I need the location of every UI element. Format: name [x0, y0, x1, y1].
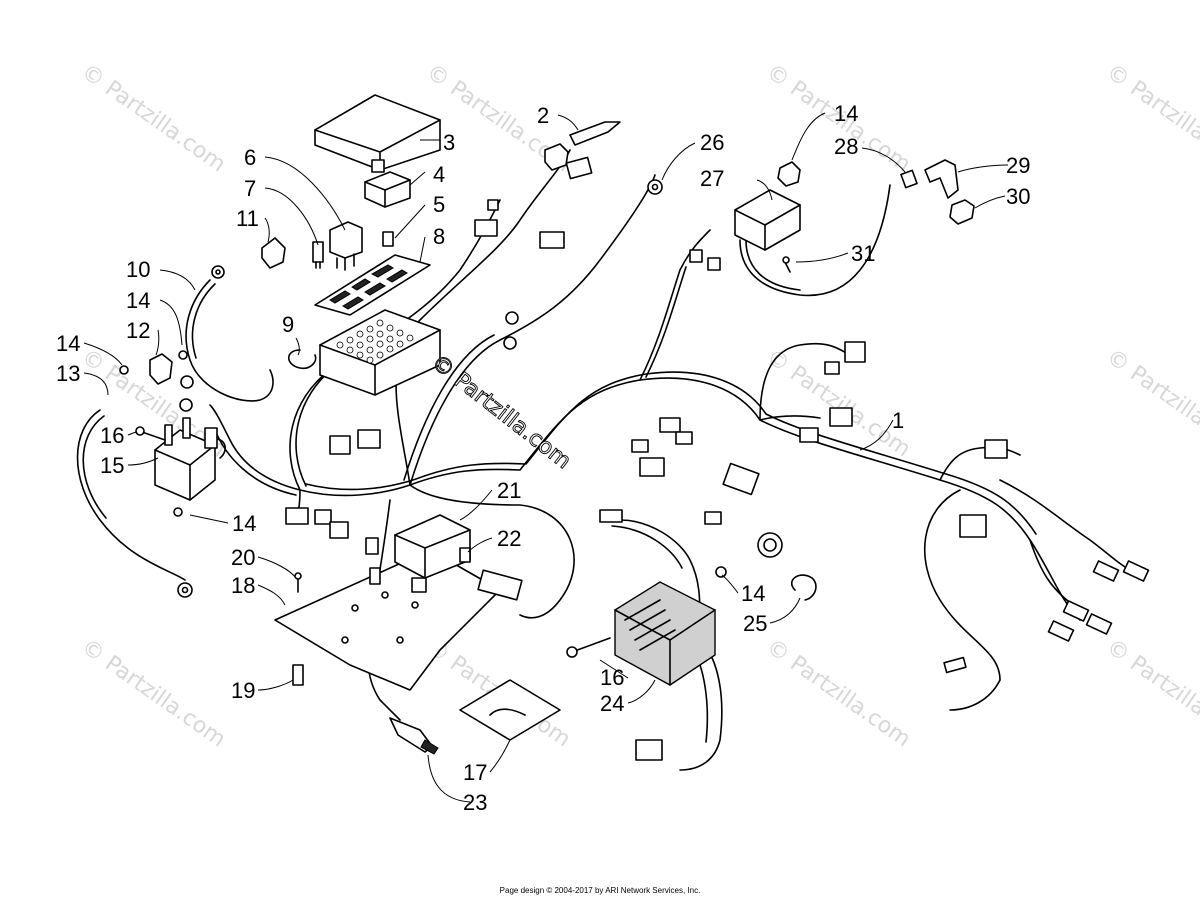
harness-connectors	[204, 199, 1150, 674]
watermark: © Partzilla.com	[1102, 59, 1200, 177]
callout-20: 20	[231, 545, 255, 570]
callout-1: 1	[892, 408, 904, 433]
fuse	[382, 231, 394, 247]
wire-terminal	[544, 121, 621, 180]
watermark: © Partzilla.com	[77, 634, 230, 752]
callout-30: 30	[1006, 184, 1030, 209]
callout-24: 24	[600, 691, 624, 716]
callout-19: 19	[231, 678, 255, 703]
nuts	[119, 161, 801, 578]
callout-14a: 14	[126, 288, 150, 313]
sensor-plug	[389, 717, 439, 755]
callout-23: 23	[463, 790, 487, 815]
leader-lines	[83, 112, 1009, 803]
cdi-module	[734, 189, 801, 273]
page-footer: Page design © 2004-2017 by ARI Network S…	[499, 886, 701, 895]
callout-16a: 16	[100, 423, 124, 448]
watermark: © Partzilla.com	[1102, 634, 1200, 752]
main-wiring-harness	[76, 149, 1131, 771]
mini-fuse	[312, 241, 324, 269]
callout-14e: 14	[834, 101, 858, 126]
callout-18: 18	[231, 573, 255, 598]
watermark: © Partzilla.com	[77, 59, 230, 177]
callout-4: 4	[433, 162, 445, 187]
callout-14c: 14	[232, 511, 256, 536]
callout-25: 25	[743, 611, 767, 636]
center-watermark: © Partzilla.com	[426, 350, 576, 475]
callout-2: 2	[537, 103, 549, 128]
callout-7: 7	[244, 176, 256, 201]
starter-solenoid	[154, 417, 226, 501]
callout-31: 31	[851, 241, 875, 266]
watermark: © Partzilla.com	[762, 634, 915, 752]
callout-14d: 14	[741, 581, 765, 606]
fuse-box-base	[319, 309, 441, 396]
center-watermark-text: © Partzilla.com	[426, 350, 575, 474]
callout-22: 22	[497, 526, 521, 551]
callout-27: 27	[700, 166, 724, 191]
fittings	[900, 159, 975, 225]
voltage-regulator	[599, 509, 716, 761]
callout-9: 9	[282, 312, 294, 337]
callout-6: 6	[244, 145, 256, 170]
control-module	[394, 514, 471, 579]
wire-clip-25	[790, 574, 817, 601]
relay-small	[329, 221, 363, 271]
callout-28: 28	[834, 134, 858, 159]
terminal-boot	[149, 353, 173, 385]
label-sheet	[459, 679, 561, 741]
fuse-box-cover	[314, 94, 441, 173]
bolts	[135, 426, 611, 658]
ring-terminals	[177, 179, 663, 598]
callout-21: 21	[497, 478, 521, 503]
callout-26: 26	[700, 130, 724, 155]
callout-8: 8	[433, 224, 445, 249]
plate-hardware	[292, 572, 304, 686]
fuse-panel-label	[314, 254, 431, 316]
callout-10: 10	[126, 257, 150, 282]
callout-16b: 16	[600, 665, 624, 690]
callout-3: 3	[443, 130, 455, 155]
callout-17: 17	[463, 760, 487, 785]
wire-clip	[287, 349, 317, 370]
callout-29: 29	[1006, 153, 1030, 178]
callout-labels: 1 2 3 4 5 6 7 8 9 10 11 12 13 14 14 14 1…	[56, 101, 1030, 815]
callout-13: 13	[56, 361, 80, 386]
watermark: © Partzilla.com	[1102, 344, 1200, 462]
relay	[364, 171, 411, 208]
callout-14b: 14	[56, 331, 80, 356]
callout-5: 5	[433, 192, 445, 217]
terminal-cap	[261, 237, 286, 269]
callout-11: 11	[236, 206, 259, 231]
callout-12: 12	[126, 318, 150, 343]
mounting-plate	[274, 549, 501, 691]
callout-15: 15	[100, 453, 124, 478]
